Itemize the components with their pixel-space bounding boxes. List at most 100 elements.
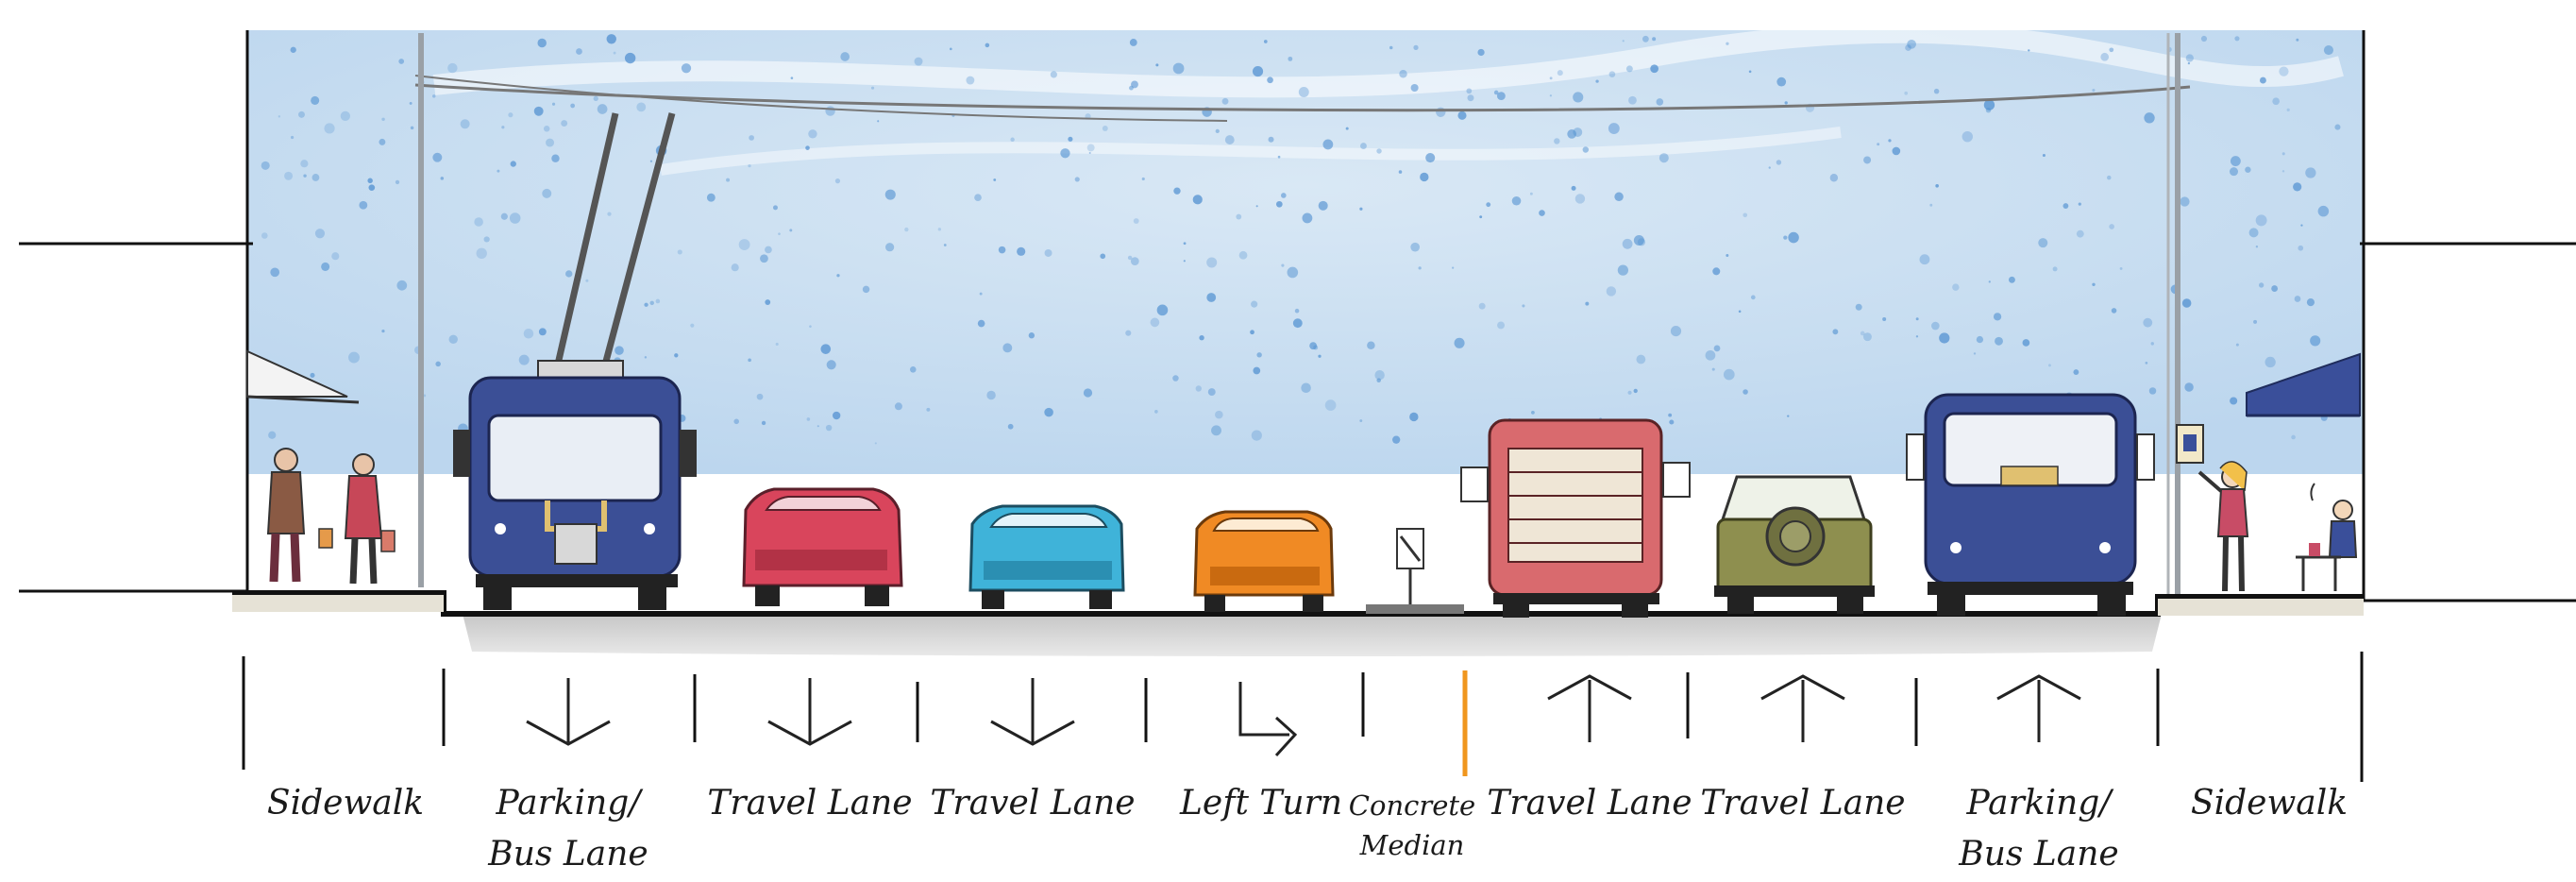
sky-speckle	[1376, 148, 1381, 153]
sky-speckle	[1479, 303, 1486, 310]
sky-speckle	[1130, 39, 1137, 46]
sky-speckle	[827, 360, 836, 369]
sky-speckle	[1251, 301, 1257, 308]
sky-speckle	[1087, 144, 1095, 152]
sky-speckle	[435, 362, 441, 367]
sky-speckle	[835, 178, 840, 183]
sky-speckle	[863, 286, 869, 293]
sky-speckle	[511, 161, 516, 166]
sky-speckle	[1044, 408, 1053, 417]
lane-arrow-up	[1761, 676, 1844, 742]
sky-speckle	[978, 320, 985, 328]
bus-red-rear	[1461, 420, 1690, 618]
sky-speckle	[325, 123, 335, 133]
sky-speckle	[1907, 40, 1916, 49]
sky-speckle	[2230, 167, 2238, 176]
sky-speckle	[776, 343, 779, 346]
sky-speckle	[1539, 210, 1545, 216]
sky-speckle	[833, 412, 840, 419]
sky-speckle	[1293, 318, 1303, 328]
sky-speckle	[904, 228, 908, 231]
sky-speckle	[1199, 335, 1204, 340]
sky-speckle	[1916, 317, 1919, 320]
sky-speckle	[1608, 123, 1620, 134]
sky-speckle	[2253, 320, 2257, 324]
sky-speckle	[1977, 336, 1983, 343]
sky-speckle	[2307, 298, 2315, 306]
sky-speckle	[261, 232, 268, 239]
sky-speckle	[368, 184, 375, 191]
sky-speckle	[1281, 193, 1287, 198]
sky-speckle	[1920, 254, 1930, 264]
lane-label: ConcreteMedian	[1349, 786, 1475, 865]
sky-speckle	[2231, 156, 2241, 166]
sky-speckle	[1636, 355, 1645, 365]
sky-speckle	[1706, 350, 1716, 361]
sky-speckle	[1256, 205, 1258, 207]
sky-speckle	[938, 228, 941, 230]
sky-speckle	[1623, 239, 1633, 249]
sky-speckle	[1652, 37, 1656, 41]
sky-speckle	[1877, 143, 1879, 145]
lane-label-line1: Parking/	[1959, 778, 2118, 829]
sky-speckle	[966, 76, 974, 85]
sky-speckle	[1952, 283, 1959, 290]
sky-speckle	[1250, 330, 1254, 334]
sky-speckle	[1313, 346, 1318, 350]
sky-speckle	[1002, 343, 1012, 352]
sky-speckle	[840, 52, 850, 61]
sky-speckle	[2298, 246, 2303, 251]
sky-speckle	[1916, 335, 1918, 337]
median-sign	[1366, 529, 1464, 614]
sky-speckle	[1669, 420, 1674, 425]
sky-speckle	[311, 96, 319, 105]
sky-speckle	[2038, 238, 2047, 247]
sky-speckle	[2249, 228, 2259, 237]
sky-speckle	[2279, 67, 2288, 76]
sky-speckle	[1008, 424, 1014, 430]
sky-speckle	[682, 63, 691, 73]
lane-label: Travel Lane	[1487, 778, 1692, 829]
sky-speckle	[1783, 235, 1787, 239]
sky-speckle	[826, 425, 832, 431]
sky-speckle	[519, 355, 530, 365]
jeep-olive-rear	[1714, 477, 1875, 614]
sky-speckle	[1904, 92, 1908, 95]
sky-speckle	[2143, 318, 2152, 328]
lane-arrow-up	[1548, 676, 1631, 742]
lane-label-line1: Travel Lane	[1487, 778, 1692, 829]
lane-arrow-turn-right	[1240, 682, 1295, 755]
sky-speckle	[2296, 39, 2298, 42]
sky-speckle	[432, 94, 435, 97]
sky-speckle	[561, 120, 567, 127]
sky-speckle	[2048, 364, 2051, 366]
sky-speckle	[1359, 419, 1362, 422]
sky-speckle	[871, 87, 874, 90]
lane-label-line1: Travel Lane	[930, 778, 1135, 829]
sky-speckle	[1172, 375, 1179, 382]
sky-speckle	[331, 252, 339, 260]
sky-speckle	[2230, 397, 2237, 404]
sky-speckle	[1726, 42, 1728, 45]
sky-speckle	[2282, 170, 2284, 172]
sky-speckle	[497, 170, 499, 173]
sky-speckle	[1856, 304, 1862, 311]
sky-speckle	[1585, 302, 1589, 306]
sky-speckle	[1939, 332, 1949, 343]
sky-speckle	[570, 104, 575, 109]
sky-speckle	[1751, 296, 1756, 300]
sky-speckle	[1346, 127, 1349, 130]
sky-speckle	[2305, 167, 2315, 178]
sky-speckle	[765, 246, 772, 254]
sky-speckle	[2120, 267, 2123, 270]
sky-speckle	[1051, 71, 1057, 77]
sky-speckle	[1627, 391, 1631, 395]
sky-speckle	[441, 177, 445, 180]
sky-speckle	[820, 344, 831, 354]
sky-speckle	[449, 335, 458, 344]
bus-blue-right	[1907, 395, 2154, 616]
sky-speckle	[367, 178, 372, 183]
sky-speckle	[993, 178, 996, 181]
sky-speckle	[1607, 286, 1616, 296]
